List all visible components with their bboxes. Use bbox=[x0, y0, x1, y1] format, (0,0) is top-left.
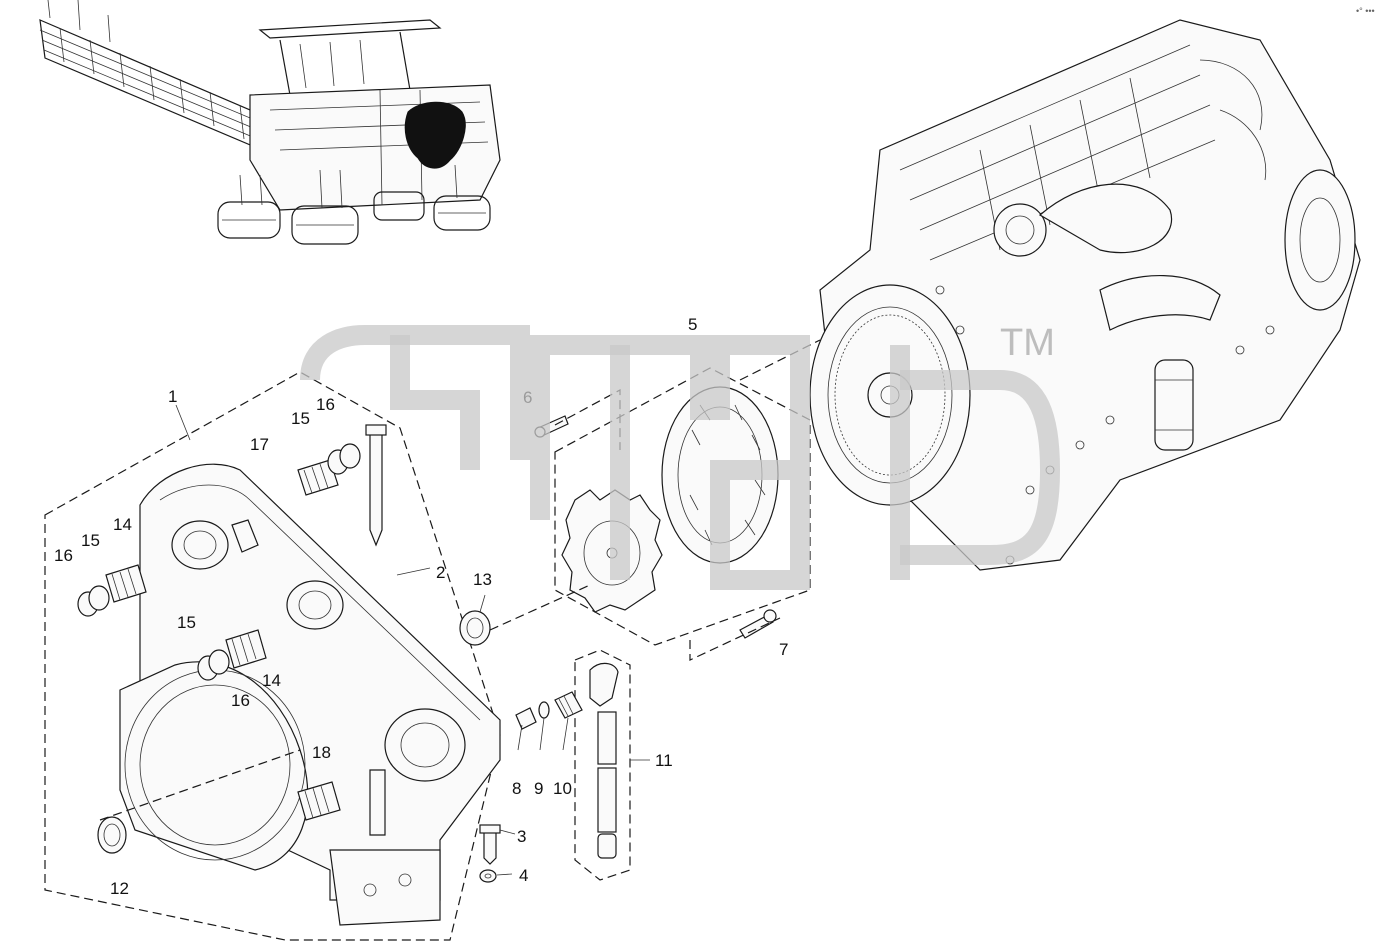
machine-overview bbox=[39, 0, 501, 245]
label-part-14: 14 bbox=[113, 515, 132, 534]
label-part-4: 4 bbox=[519, 866, 528, 885]
gearbox-highlight bbox=[404, 101, 466, 169]
transfer-gearbox-housing bbox=[44, 371, 501, 941]
label-part-15: 15 bbox=[291, 409, 310, 428]
label-part-16: 16 bbox=[54, 546, 73, 565]
label-part-10: 10 bbox=[553, 779, 572, 798]
label-part-2: 2 bbox=[436, 563, 445, 582]
label-part-13: 13 bbox=[473, 570, 492, 589]
label-part-16: 16 bbox=[231, 691, 250, 710]
bolt-and-washer bbox=[479, 824, 501, 883]
label-part-14: 14 bbox=[262, 671, 281, 690]
label-part-15: 15 bbox=[177, 613, 196, 632]
label-part-16: 16 bbox=[316, 395, 335, 414]
label-part-9: 9 bbox=[534, 779, 543, 798]
label-part-12: 12 bbox=[110, 879, 129, 898]
watermark-trademark: TM bbox=[1000, 322, 1055, 364]
label-part-18: 18 bbox=[312, 743, 331, 762]
label-part-5: 5 bbox=[688, 315, 697, 334]
coupling-assembly bbox=[534, 367, 811, 646]
label-part-3: 3 bbox=[517, 827, 526, 846]
label-part-17: 17 bbox=[250, 435, 269, 454]
label-part-8: 8 bbox=[512, 779, 521, 798]
bearings-and-rings bbox=[77, 443, 491, 854]
watermark-logo: TM bbox=[300, 322, 1061, 590]
breather-assembly bbox=[515, 649, 631, 881]
corner-mark: •° ••• bbox=[1356, 6, 1375, 16]
label-part-15: 15 bbox=[81, 531, 100, 550]
label-part-1: 1 bbox=[168, 387, 177, 406]
label-part-11: 11 bbox=[655, 751, 673, 770]
label-part-7: 7 bbox=[779, 640, 788, 659]
